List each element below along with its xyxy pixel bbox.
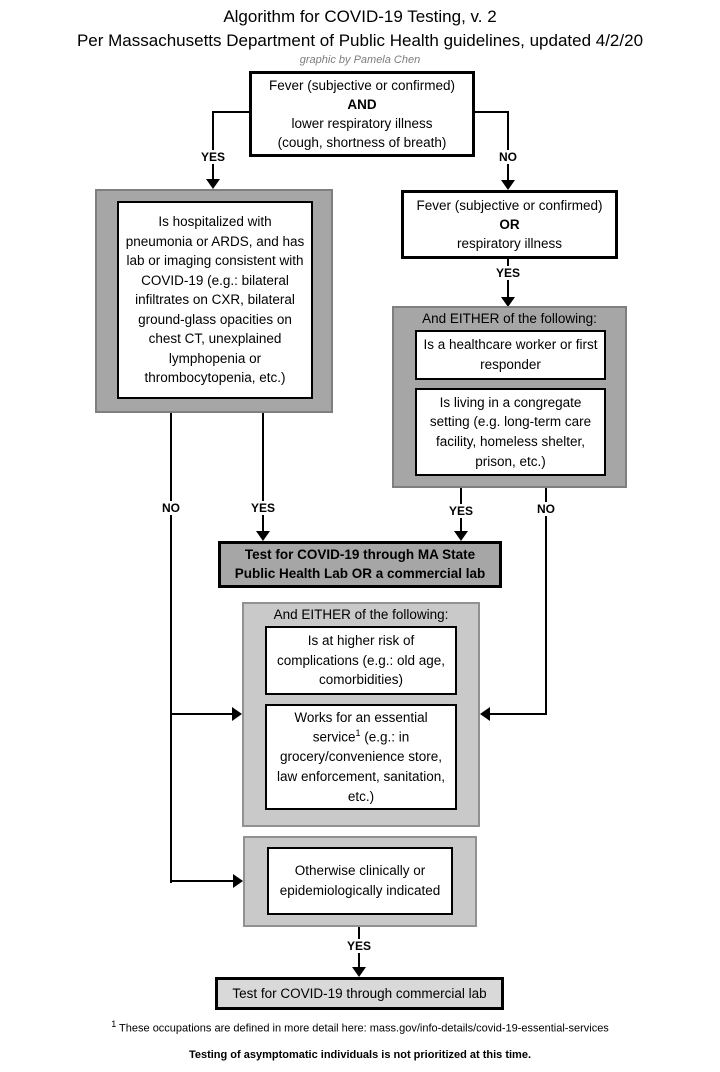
start-node: Fever (subjective or confirmed) AND lowe…	[249, 71, 475, 157]
either-exposure-node: And EITHER of the following: Is a health…	[392, 306, 627, 488]
flow-line	[262, 413, 264, 533]
flow-line	[212, 111, 214, 179]
arrow-right-icon	[233, 874, 243, 888]
otherwise-node: Otherwise clinically or epidemiologicall…	[243, 836, 477, 927]
no-label: NO	[159, 501, 183, 515]
yes-label: YES	[197, 150, 229, 164]
otherwise-text-box: Otherwise clinically or epidemiologicall…	[267, 847, 453, 915]
start-line3: (cough, shortness of breath)	[277, 135, 447, 151]
no-label: NO	[496, 150, 520, 164]
flow-line	[170, 413, 172, 883]
either-exposure-option2-text: Is living in a congregate setting (e.g. …	[429, 394, 592, 469]
footnote: 1 These occupations are defined in more …	[0, 1019, 720, 1035]
arrow-down-icon	[206, 179, 220, 189]
test-state-lab-line1: Test for COVID-19 through MA State	[244, 547, 476, 563]
hospitalized-text: Is hospitalized with pneumonia or ARDS, …	[125, 213, 305, 386]
arrow-left-icon	[480, 707, 490, 721]
arrow-right-icon	[232, 707, 242, 721]
fever-or-line2: respiratory illness	[456, 236, 563, 252]
footnote-text: These occupations are defined in more de…	[116, 1022, 609, 1035]
flow-line	[545, 488, 547, 715]
arrow-down-icon	[501, 297, 515, 307]
flow-line	[507, 111, 509, 180]
yes-label: YES	[492, 266, 524, 280]
fever-or-line1: Fever (subjective or confirmed)	[416, 197, 603, 213]
page-title: Algorithm for COVID-19 Testing, v. 2	[223, 7, 497, 26]
test-commercial-node: Test for COVID-19 through commercial lab	[215, 977, 504, 1010]
either-exposure-option2: Is living in a congregate setting (e.g. …	[415, 388, 606, 476]
either-exposure-header: And EITHER of the following:	[422, 311, 597, 326]
disclaimer: Testing of asymptomatic individuals is n…	[188, 1049, 532, 1061]
flow-line	[170, 713, 234, 715]
yes-label: YES	[343, 939, 375, 953]
hospitalized-node: Is hospitalized with pneumonia or ARDS, …	[95, 189, 333, 413]
either-exposure-option1-text: Is a healthcare worker or first responde…	[423, 337, 598, 372]
footnote-marker: 1	[111, 1019, 117, 1029]
either-exposure-option1: Is a healthcare worker or first responde…	[415, 330, 606, 380]
start-line2: lower respiratory illness	[291, 116, 433, 131]
start-operator: AND	[347, 96, 377, 112]
otherwise-text: Otherwise clinically or epidemiologicall…	[279, 863, 441, 898]
essential-service-text: Works for an essential service	[294, 709, 428, 745]
page-subtitle: Per Massachusetts Department of Public H…	[76, 31, 644, 50]
flow-line	[212, 111, 249, 113]
fever-or-node: Fever (subjective or confirmed) OR respi…	[401, 190, 618, 259]
fever-or-operator: OR	[499, 216, 520, 232]
flow-line	[170, 880, 235, 882]
either-risk-option1: Is at higher risk of complications (e.g.…	[265, 626, 457, 695]
arrow-down-icon	[454, 531, 468, 541]
essential-service-examples: (e.g.: in grocery/convenience store, law…	[276, 729, 446, 804]
hospitalized-text-box: Is hospitalized with pneumonia or ARDS, …	[117, 201, 313, 399]
no-label: NO	[534, 502, 558, 516]
yes-label: YES	[247, 501, 279, 515]
test-state-lab-node: Test for COVID-19 through MA State Publi…	[218, 541, 502, 588]
either-risk-node: And EITHER of the following: Is at highe…	[242, 602, 480, 827]
either-risk-option2-text: Works for an essential service1 (e.g.: i…	[272, 708, 450, 806]
either-risk-option1-text: Is at higher risk of complications (e.g.…	[276, 633, 446, 688]
either-risk-option2: Works for an essential service1 (e.g.: i…	[265, 704, 457, 810]
arrow-down-icon	[352, 967, 366, 977]
graphic-credit: graphic by Pamela Chen	[299, 54, 421, 66]
either-risk-header: And EITHER of the following:	[273, 607, 449, 622]
yes-label: YES	[445, 504, 477, 518]
arrow-down-icon	[256, 531, 270, 541]
flow-line	[489, 713, 547, 715]
test-commercial-text: Test for COVID-19 through commercial lab	[232, 985, 487, 1001]
start-line1: Fever (subjective or confirmed)	[268, 77, 456, 93]
footnote-marker: 1	[355, 728, 361, 739]
arrow-down-icon	[501, 180, 515, 190]
test-state-lab-line2: Public Health Lab OR a commercial lab	[234, 565, 486, 581]
flow-line	[475, 111, 509, 113]
